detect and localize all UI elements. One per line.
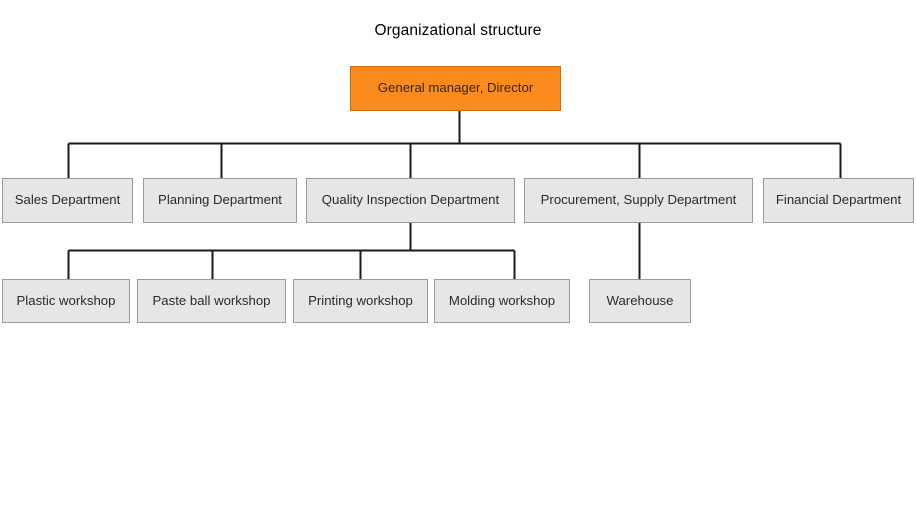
node-general-manager-director[interactable]: General manager, Director [350,66,561,111]
node-plastic-workshop[interactable]: Plastic workshop [2,279,130,323]
node-quality-inspection-department[interactable]: Quality Inspection Department [306,178,515,223]
node-label: Financial Department [775,192,902,208]
node-financial-department[interactable]: Financial Department [763,178,914,223]
node-label: Planning Department [158,192,282,208]
node-label: Procurement, Supply Department [540,192,737,208]
page-title: Organizational structure [374,22,542,39]
node-label: Warehouse [606,292,674,308]
node-label: Molding workshop [448,292,556,308]
node-molding-workshop[interactable]: Molding workshop [434,279,570,323]
node-procurement-supply-department[interactable]: Procurement, Supply Department [524,178,753,223]
node-label: Plastic workshop [16,292,116,308]
node-paste-ball-workshop[interactable]: Paste ball workshop [137,279,286,323]
node-label: Paste ball workshop [152,292,271,308]
node-label: General manager, Director [377,80,534,96]
node-warehouse[interactable]: Warehouse [589,279,691,323]
node-printing-workshop[interactable]: Printing workshop [293,279,428,323]
node-sales-department[interactable]: Sales Department [2,178,133,223]
node-label: Quality Inspection Department [321,192,500,208]
node-planning-department[interactable]: Planning Department [143,178,297,223]
node-label: Printing workshop [308,292,413,308]
node-label: Sales Department [14,192,121,208]
